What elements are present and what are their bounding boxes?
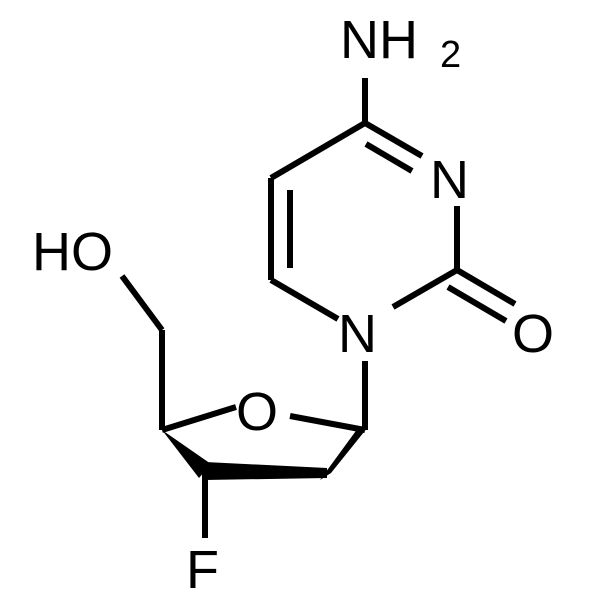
amine-label: NH	[340, 10, 418, 70]
bond-o4prime-c4prime	[161, 404, 237, 433]
ring-nitrogen-top-label: N	[430, 150, 469, 210]
bond-c2-o	[455, 267, 517, 307]
wedge-c3prime-c2prime	[205, 462, 327, 480]
fluorine-label: F	[186, 540, 219, 600]
bond-n1-c2	[391, 267, 459, 310]
hydroxyl-label: HO	[32, 222, 113, 282]
bond-c6-n1	[269, 277, 340, 322]
amine-subscript: 2	[440, 34, 461, 76]
carbonyl-oxygen-label: O	[512, 304, 554, 364]
bond-c4-n3	[363, 120, 424, 159]
bond-c1prime-o4prime	[289, 413, 366, 433]
wedge-c4prime-c3prime	[162, 430, 211, 478]
bond-c2-o-double	[446, 284, 508, 324]
bond-c5prime-oh	[119, 274, 165, 332]
bond-c4-c5	[269, 120, 367, 181]
bond-c4-n3-double	[364, 141, 414, 174]
wedge-c2prime-c1prime	[320, 427, 368, 480]
ring-nitrogen-glycosidic-label: N	[338, 304, 377, 364]
ring-oxygen-label: O	[236, 382, 278, 442]
